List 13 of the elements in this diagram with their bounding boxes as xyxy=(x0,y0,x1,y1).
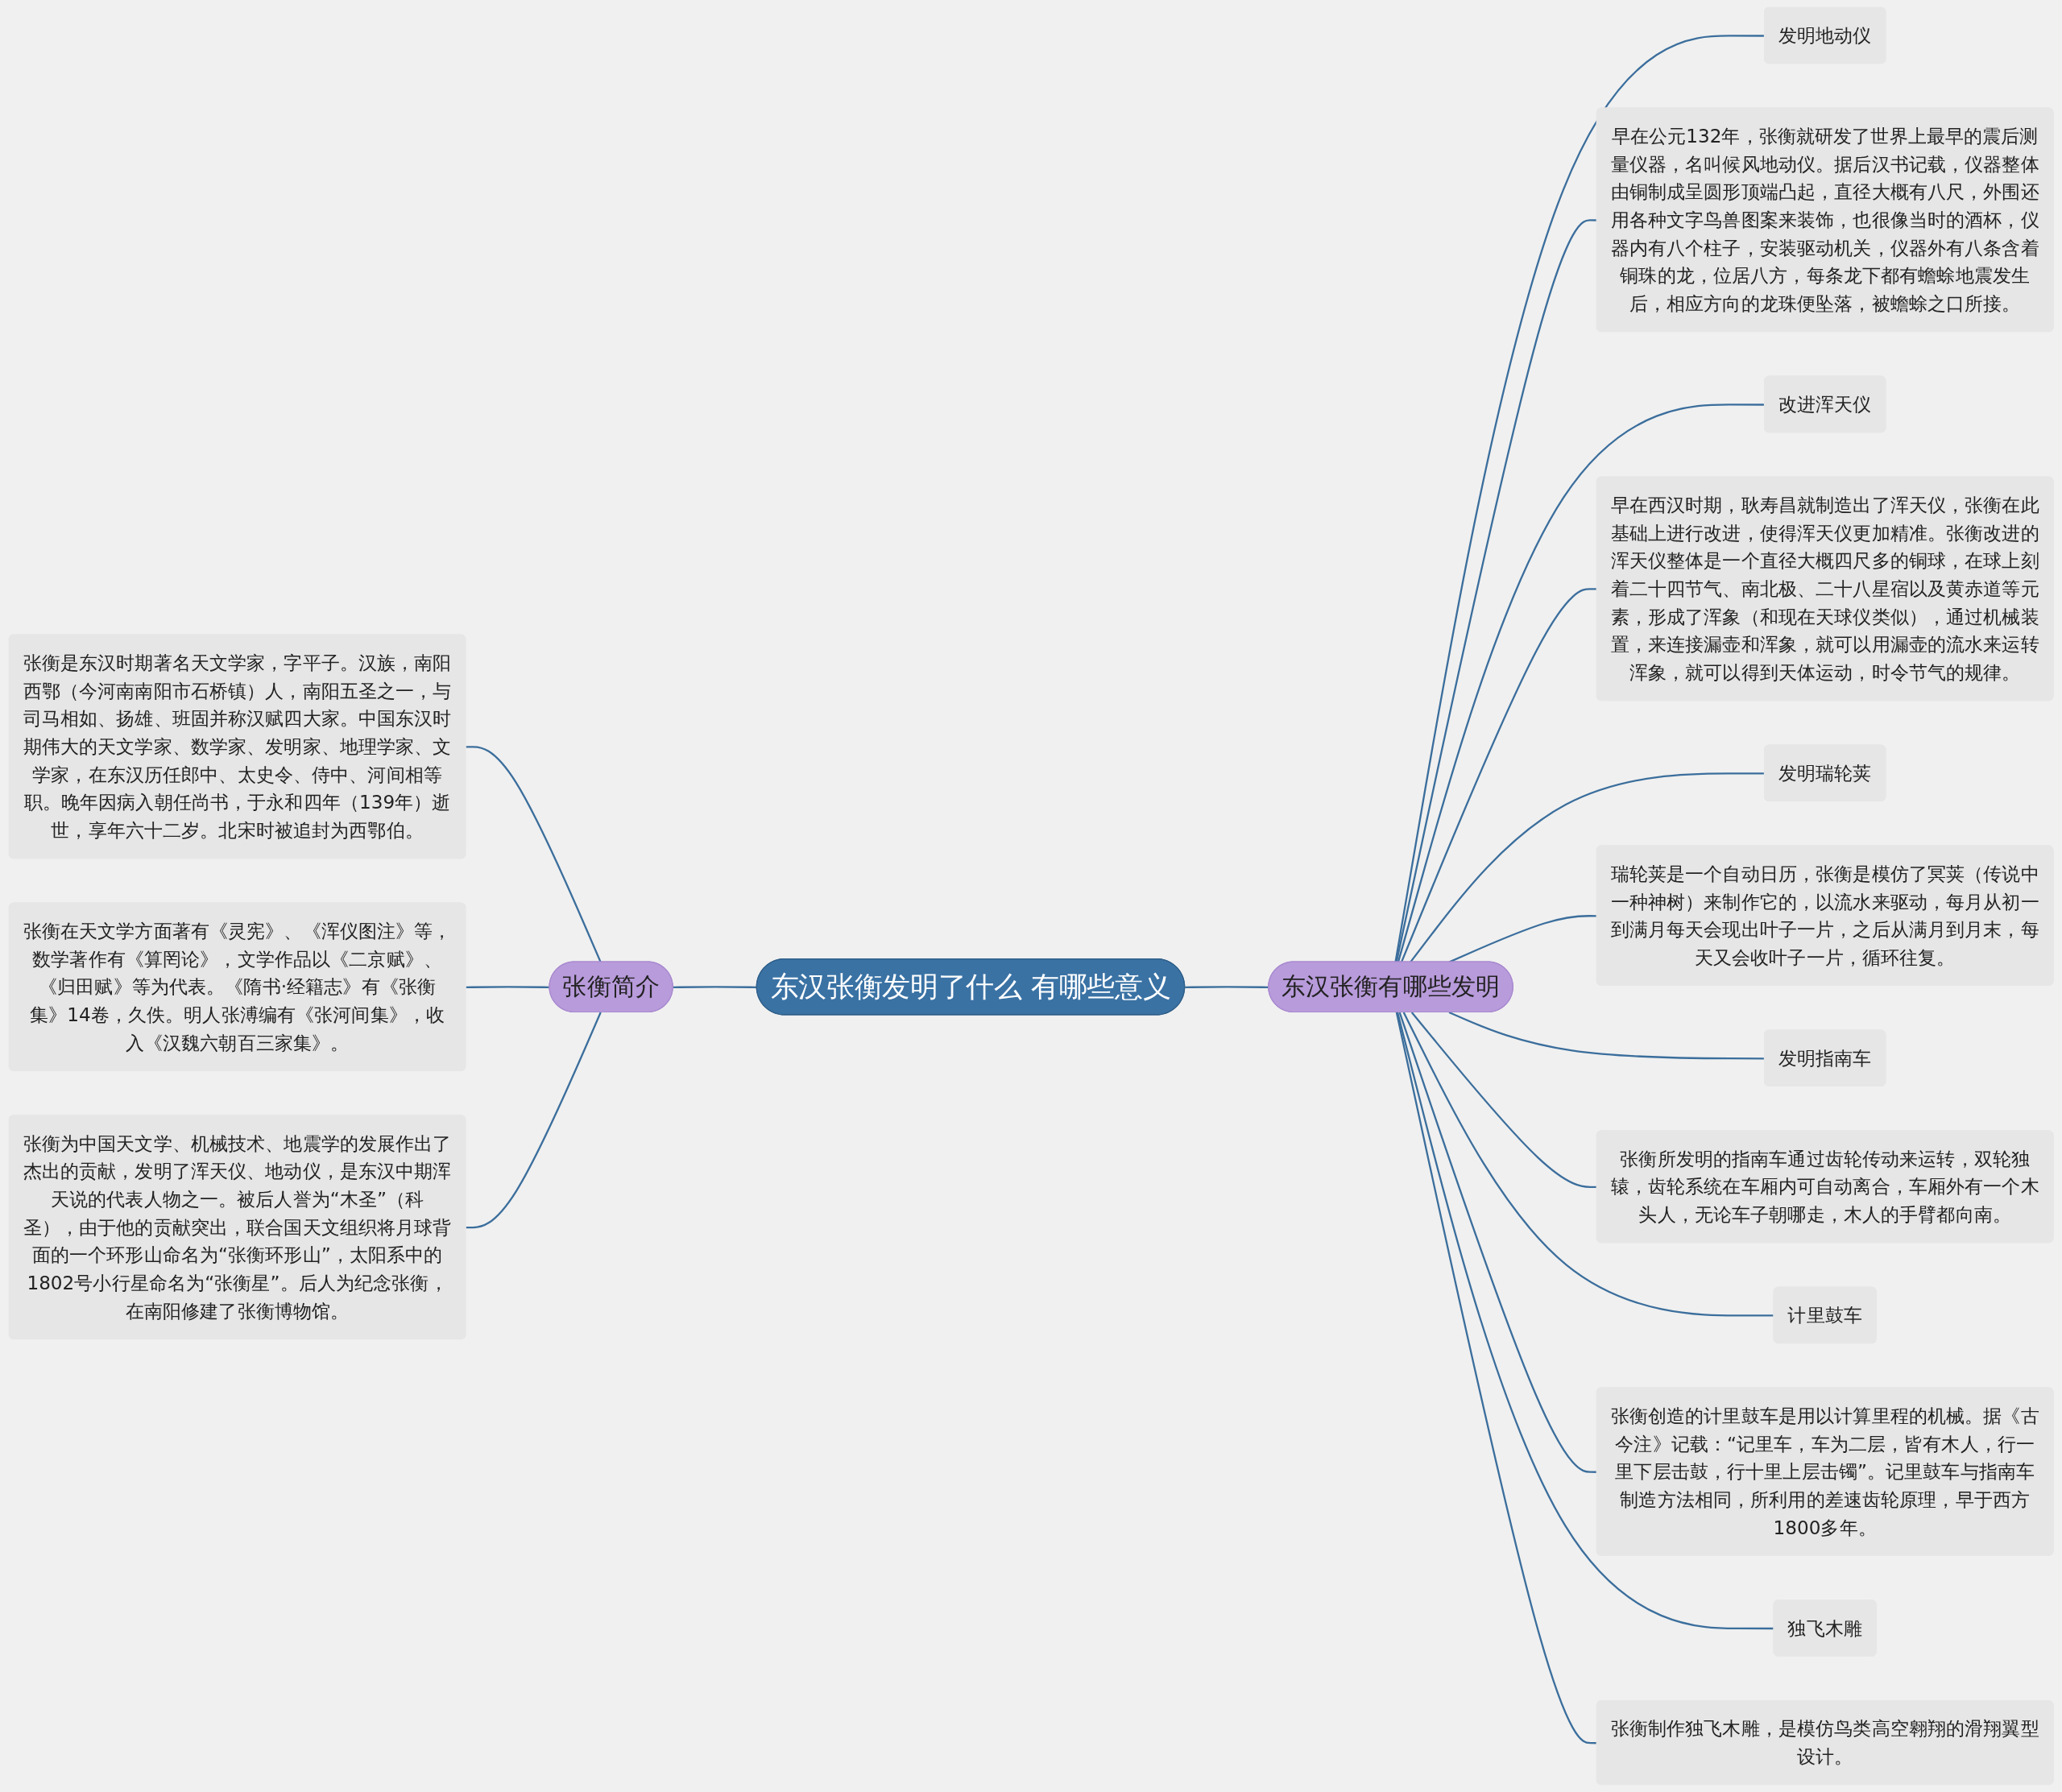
connector xyxy=(466,1012,602,1229)
connector xyxy=(1448,915,1597,963)
connector xyxy=(1448,1012,1765,1060)
connector xyxy=(1397,404,1765,962)
connector xyxy=(673,986,757,988)
connector xyxy=(1410,1012,1597,1189)
connector xyxy=(1410,772,1765,963)
connector xyxy=(466,746,602,963)
connector xyxy=(1398,1012,1597,1473)
connector xyxy=(1400,588,1597,963)
connector xyxy=(1395,219,1597,962)
connector xyxy=(1395,1012,1597,1744)
connector xyxy=(1394,35,1765,962)
